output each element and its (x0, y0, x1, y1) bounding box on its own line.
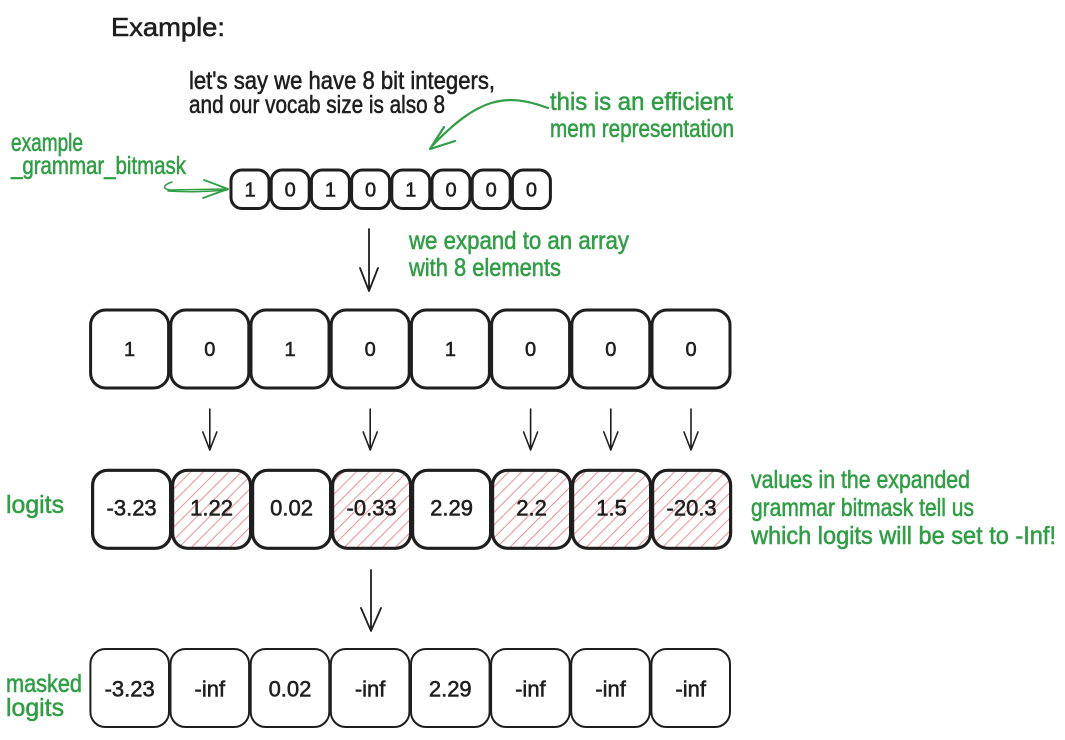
svg-text:1: 1 (124, 339, 135, 361)
svg-text:1: 1 (325, 179, 336, 201)
svg-text:0: 0 (204, 339, 215, 361)
svg-text:0: 0 (285, 179, 296, 201)
svg-text:and our vocab size is also 8: and our vocab size is also 8 (189, 91, 445, 119)
svg-text:1.5: 1.5 (596, 495, 627, 520)
svg-text:masked: masked (6, 670, 82, 698)
svg-text:1: 1 (284, 339, 295, 361)
svg-text:let's say we have 8 bit intege: let's say we have 8 bit integers, (189, 67, 495, 95)
svg-text:0: 0 (365, 339, 376, 361)
svg-text:grammar bitmask tell us: grammar bitmask tell us (751, 494, 974, 522)
svg-text:1: 1 (445, 339, 456, 361)
svg-text:this is an efficient: this is an efficient (550, 88, 733, 116)
svg-text:example: example (11, 129, 83, 157)
svg-text:-inf: -inf (355, 677, 386, 702)
svg-text:0.02: 0.02 (270, 495, 313, 520)
svg-text:-inf: -inf (195, 677, 226, 702)
svg-text:-3.23: -3.23 (107, 495, 157, 520)
svg-text:1: 1 (405, 179, 416, 201)
svg-text:with 8 elements: with 8 elements (408, 254, 561, 282)
svg-text:logits: logits (6, 694, 64, 722)
svg-text:2.29: 2.29 (430, 495, 473, 520)
svg-text:1: 1 (244, 179, 255, 201)
svg-text:-0.33: -0.33 (347, 495, 397, 520)
svg-text:mem representation: mem representation (550, 115, 734, 143)
svg-text:0: 0 (526, 179, 537, 201)
svg-text:values in the expanded: values in the expanded (751, 466, 970, 494)
svg-text:0: 0 (685, 339, 696, 361)
svg-text:-inf: -inf (515, 677, 546, 702)
svg-text:-20.3: -20.3 (667, 495, 717, 520)
svg-text:-inf: -inf (675, 677, 706, 702)
svg-text:Example:: Example: (111, 12, 225, 42)
svg-text:-3.23: -3.23 (105, 677, 155, 702)
svg-text:2.2: 2.2 (516, 495, 547, 520)
svg-text:0: 0 (445, 179, 456, 201)
svg-text:0: 0 (365, 179, 376, 201)
svg-text:we expand to an array: we expand to an array (408, 227, 629, 255)
svg-text:0.02: 0.02 (269, 677, 312, 702)
svg-text:2.29: 2.29 (429, 677, 472, 702)
svg-text:_grammar_bitmask: _grammar_bitmask (10, 152, 186, 180)
svg-text:which logits will be set to -I: which logits will be set to -Inf! (750, 522, 1056, 550)
svg-text:1.22: 1.22 (190, 495, 233, 520)
svg-text:0: 0 (486, 179, 497, 201)
svg-text:logits: logits (6, 491, 64, 519)
svg-text:-inf: -inf (595, 677, 626, 702)
svg-text:0: 0 (525, 339, 536, 361)
svg-text:0: 0 (605, 339, 616, 361)
